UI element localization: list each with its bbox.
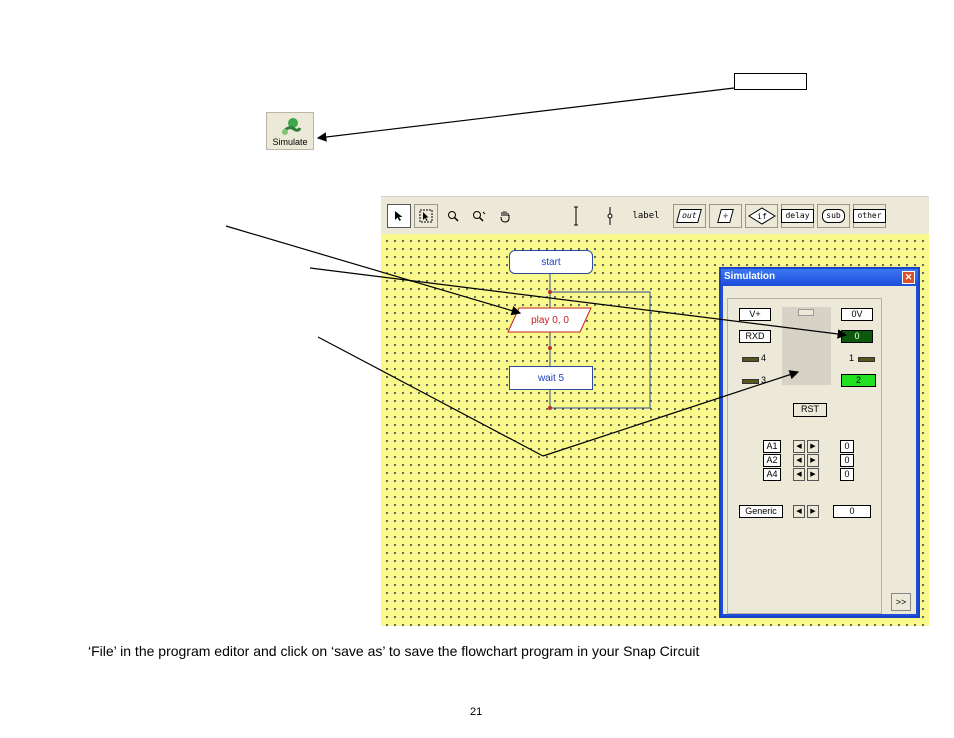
label-tool-button[interactable]: label — [631, 204, 661, 228]
expand-button[interactable]: >> — [891, 593, 911, 611]
a1-right-arrow-icon[interactable]: ▶ — [807, 440, 819, 453]
sub-tool-text: sub — [822, 209, 845, 223]
simulate-label: Simulate — [272, 137, 308, 147]
output-1-label: 1 — [849, 353, 855, 363]
generic-left-arrow-icon[interactable]: ◀ — [793, 505, 805, 518]
zero-volt-button[interactable]: 0V — [841, 308, 873, 321]
select-pointer-icon — [419, 209, 433, 223]
simulation-window: Simulation ✕ V+ RXD 0V 0 4 3 1 2 RST A1 … — [719, 267, 920, 618]
a1-left-arrow-icon[interactable]: ◀ — [793, 440, 805, 453]
start-node[interactable]: start — [509, 250, 593, 274]
analog-a1-label: A1 — [763, 440, 781, 453]
wait-delay-node[interactable]: wait 5 — [509, 366, 593, 390]
input-3-led[interactable] — [742, 379, 759, 384]
if-tool-button[interactable]: if — [745, 204, 778, 228]
sub-tool-button[interactable]: sub — [817, 204, 850, 228]
analog-a4-value[interactable]: 0 — [840, 468, 854, 481]
generic-value[interactable]: 0 — [833, 505, 871, 518]
other-tool-text: other — [853, 209, 886, 223]
zoom-in-button[interactable] — [441, 204, 465, 228]
flowchart-connectors — [507, 274, 651, 410]
zoom-in-icon — [448, 211, 459, 222]
if-diamond-icon: if — [747, 207, 776, 225]
pointer-icon — [395, 211, 403, 221]
analog-a2-label: A2 — [763, 454, 781, 467]
connector-tool-button[interactable] — [567, 204, 585, 228]
out-tool-button[interactable]: out — [673, 204, 706, 228]
vplus-button[interactable]: V+ — [739, 308, 771, 321]
split-connector-tool-button[interactable] — [601, 204, 619, 228]
page-caption: ‘File’ in the program editor and click o… — [88, 643, 700, 659]
analog-a4-label: A4 — [763, 468, 781, 481]
input-4-led[interactable] — [742, 357, 759, 362]
close-icon[interactable]: ✕ — [902, 271, 915, 284]
start-node-label: start — [541, 256, 561, 268]
label-tool-text: label — [632, 211, 660, 221]
other-tool-button[interactable]: other — [853, 204, 886, 228]
play-node-label: play 0, 0 — [531, 314, 569, 326]
simulation-panel — [727, 298, 882, 614]
hand-tool-button[interactable] — [493, 204, 517, 228]
flowchart-toolbar: label out ✛ if delay sub other — [381, 196, 929, 234]
page-number: 21 — [470, 706, 483, 718]
simulate-icon — [281, 118, 302, 135]
callout-label-box — [734, 73, 807, 90]
input-3-label: 3 — [761, 375, 767, 385]
delay-tool-button[interactable]: delay — [781, 204, 814, 228]
chip-notch — [798, 309, 814, 316]
wait-node-label: wait 5 — [537, 372, 565, 384]
pointer-tool-button[interactable] — [387, 204, 411, 228]
a2-right-arrow-icon[interactable]: ▶ — [807, 454, 819, 467]
reset-button[interactable]: RST — [793, 403, 827, 417]
input-tool-button[interactable]: ✛ — [709, 204, 742, 228]
play-output-node[interactable]: play 0, 0 — [519, 310, 581, 330]
rxd-button[interactable]: RXD — [739, 330, 771, 343]
input-4-label: 4 — [761, 353, 767, 363]
select-tool-button[interactable] — [414, 204, 438, 228]
split-connector-icon — [607, 207, 613, 225]
generic-right-arrow-icon[interactable]: ▶ — [807, 505, 819, 518]
zoom-out-icon — [473, 211, 486, 222]
analog-a2-value[interactable]: 0 — [840, 454, 854, 467]
hand-icon — [500, 210, 510, 223]
a4-left-arrow-icon[interactable]: ◀ — [793, 468, 805, 481]
output-1-led — [858, 357, 875, 362]
output-2-indicator[interactable]: 2 — [841, 374, 876, 387]
generic-label: Generic — [739, 505, 783, 518]
if-tool-text: if — [757, 212, 767, 221]
a2-left-arrow-icon[interactable]: ◀ — [793, 454, 805, 467]
simulation-title: Simulation — [724, 271, 776, 282]
connector-icon — [574, 206, 578, 226]
delay-tool-text: delay — [781, 209, 814, 223]
a4-right-arrow-icon[interactable]: ▶ — [807, 468, 819, 481]
zoom-out-button[interactable] — [467, 204, 491, 228]
simulate-button[interactable]: Simulate — [266, 112, 314, 150]
simulation-body: V+ RXD 0V 0 4 3 1 2 RST A1 ◀ ▶ 0 A2 ◀ ▶ … — [723, 286, 916, 614]
simulation-title-bar[interactable]: Simulation ✕ — [721, 269, 918, 285]
analog-a1-value[interactable]: 0 — [840, 440, 854, 453]
